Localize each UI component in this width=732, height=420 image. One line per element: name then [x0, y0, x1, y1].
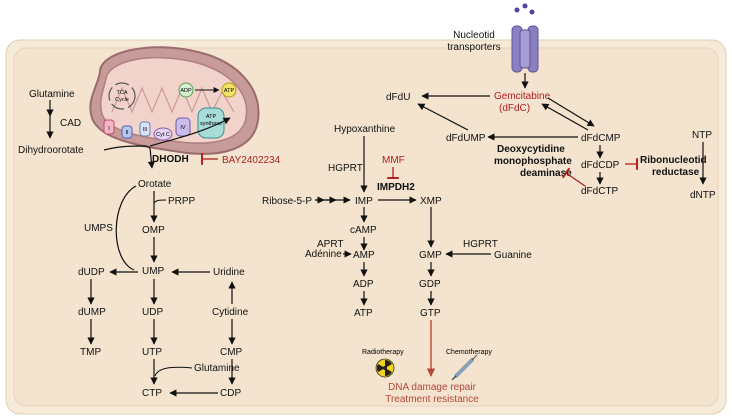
cytidine-label: Cytidine	[212, 307, 249, 318]
ump-label: UMP	[142, 266, 165, 277]
dfdcmp-label: dFdCMP	[581, 133, 621, 144]
udp-label: UDP	[142, 307, 163, 318]
radiation-icon	[375, 358, 395, 378]
rnr-label-line1: Ribonucleotid	[640, 155, 707, 166]
cad-label: CAD	[60, 118, 81, 129]
dudp-label: dUDP	[78, 267, 105, 278]
arrow-dfdump-dfdu	[417, 103, 469, 131]
umps-label: UMPS	[84, 223, 113, 234]
hgprt1-label: HGPRT	[328, 163, 363, 174]
arrow-dfdcmp-gem	[541, 103, 589, 131]
arrow-dihydroorotate-dhodh	[103, 145, 151, 151]
omp-label: OMP	[142, 225, 165, 236]
dfdu-label: dFdU	[386, 92, 410, 103]
deaminase-label-line1: Deoxycytidine	[497, 144, 565, 155]
gtp-label: GTP	[420, 308, 441, 319]
mitochondrion-icon	[89, 46, 260, 155]
dhodh-label: DHODH	[152, 154, 189, 165]
transporter-label-line1: Nucleotid	[453, 30, 495, 41]
impdh2-label: IMPDH2	[377, 182, 415, 193]
bay-inhibitor-label: BAY2402234	[222, 155, 281, 166]
hypoxanthine-label: Hypoxanthine	[334, 124, 396, 135]
dfdump-label: dFdUMP	[446, 133, 486, 144]
utp-label: UTP	[142, 347, 162, 358]
mmf-label: MMF	[382, 155, 405, 166]
prpp-label: PRPP	[168, 196, 196, 207]
ribose-label: Ribose-5-P	[262, 196, 312, 207]
tmp-label: TMP	[80, 347, 101, 358]
rnr-label-line2: reductase	[652, 167, 700, 178]
imp-label: IMP	[355, 196, 373, 207]
transporter-label-line2: transporters	[447, 42, 500, 53]
deaminase-label-line3: deaminase	[520, 168, 572, 179]
atp-synthase-label-line2: synthase	[200, 121, 222, 127]
complex-4-label: IV	[180, 125, 186, 131]
adenine-label: Adénine	[305, 249, 342, 260]
uridine-label: Uridine	[213, 267, 245, 278]
dntp-label: dNTP	[690, 190, 716, 201]
glutamine-label: Glutamine	[29, 89, 75, 100]
nucleotide-transporter-icon	[511, 3, 539, 73]
atp-synthase-label-line1: ATP	[206, 114, 217, 120]
tca-label-line1: TCA	[117, 90, 128, 96]
gdp-label: GDP	[419, 279, 441, 290]
adp-label: ADP	[180, 88, 192, 94]
glutamine2-branch	[154, 366, 193, 377]
inhibit-dfdctp-deaminase	[561, 167, 586, 187]
radiotherapy-label: Radiotherapy	[362, 349, 404, 356]
umps-bracket	[115, 185, 137, 271]
prpp-branch	[153, 199, 167, 204]
atp-middle-label: ATP	[354, 308, 373, 319]
dihydroorotate-label: Dihydroorotate	[18, 145, 84, 156]
dump-label: dUMP	[78, 307, 106, 318]
complex-3-label: III	[143, 127, 148, 133]
guanine-label: Guanine	[494, 250, 532, 261]
tca-label-line2: Cycle	[115, 97, 129, 103]
atp-label: ATP	[224, 88, 235, 94]
complex-1-label: I	[108, 126, 110, 132]
orotate-label: Orotate	[138, 179, 172, 190]
arrow-gem-dfdcmp	[547, 97, 595, 127]
chemotherapy-label: Chemotherapy	[446, 349, 492, 356]
ctp-label: CTP	[142, 388, 162, 399]
glutamine2-label: Glutamine	[194, 363, 240, 374]
arrow-dhodh-orotate	[147, 147, 155, 169]
outcome-line1: DNA damage repair	[388, 382, 476, 393]
cyt-c-label: Cyt C	[156, 132, 170, 138]
gemcitabine-label-line2: (dFdC)	[499, 103, 530, 114]
adp-middle-label: ADP	[353, 279, 374, 290]
camp-label: cAMP	[350, 225, 377, 236]
ntp-label: NTP	[692, 130, 712, 141]
syringe-icon	[451, 354, 478, 381]
aprt-label: APRT	[317, 239, 344, 250]
hgprt2-label: HGPRT	[463, 239, 498, 250]
dfdcdp-label: dFdCDP	[581, 160, 620, 171]
amp-label: AMP	[353, 250, 375, 261]
complex-2-label: II	[125, 130, 129, 136]
outcome-line2: Treatment resistance	[385, 394, 479, 405]
gemcitabine-label-line1: Gemcitabine	[494, 91, 551, 102]
cmp-label: CMP	[220, 347, 243, 358]
arrow-to-mito	[149, 117, 231, 147]
cdp-label: CDP	[220, 388, 241, 399]
deaminase-label-line2: monophosphate	[494, 156, 572, 167]
xmp-label: XMP	[420, 196, 442, 207]
dfdctp-label: dFdCTP	[581, 186, 619, 197]
gmp-label: GMP	[419, 250, 442, 261]
